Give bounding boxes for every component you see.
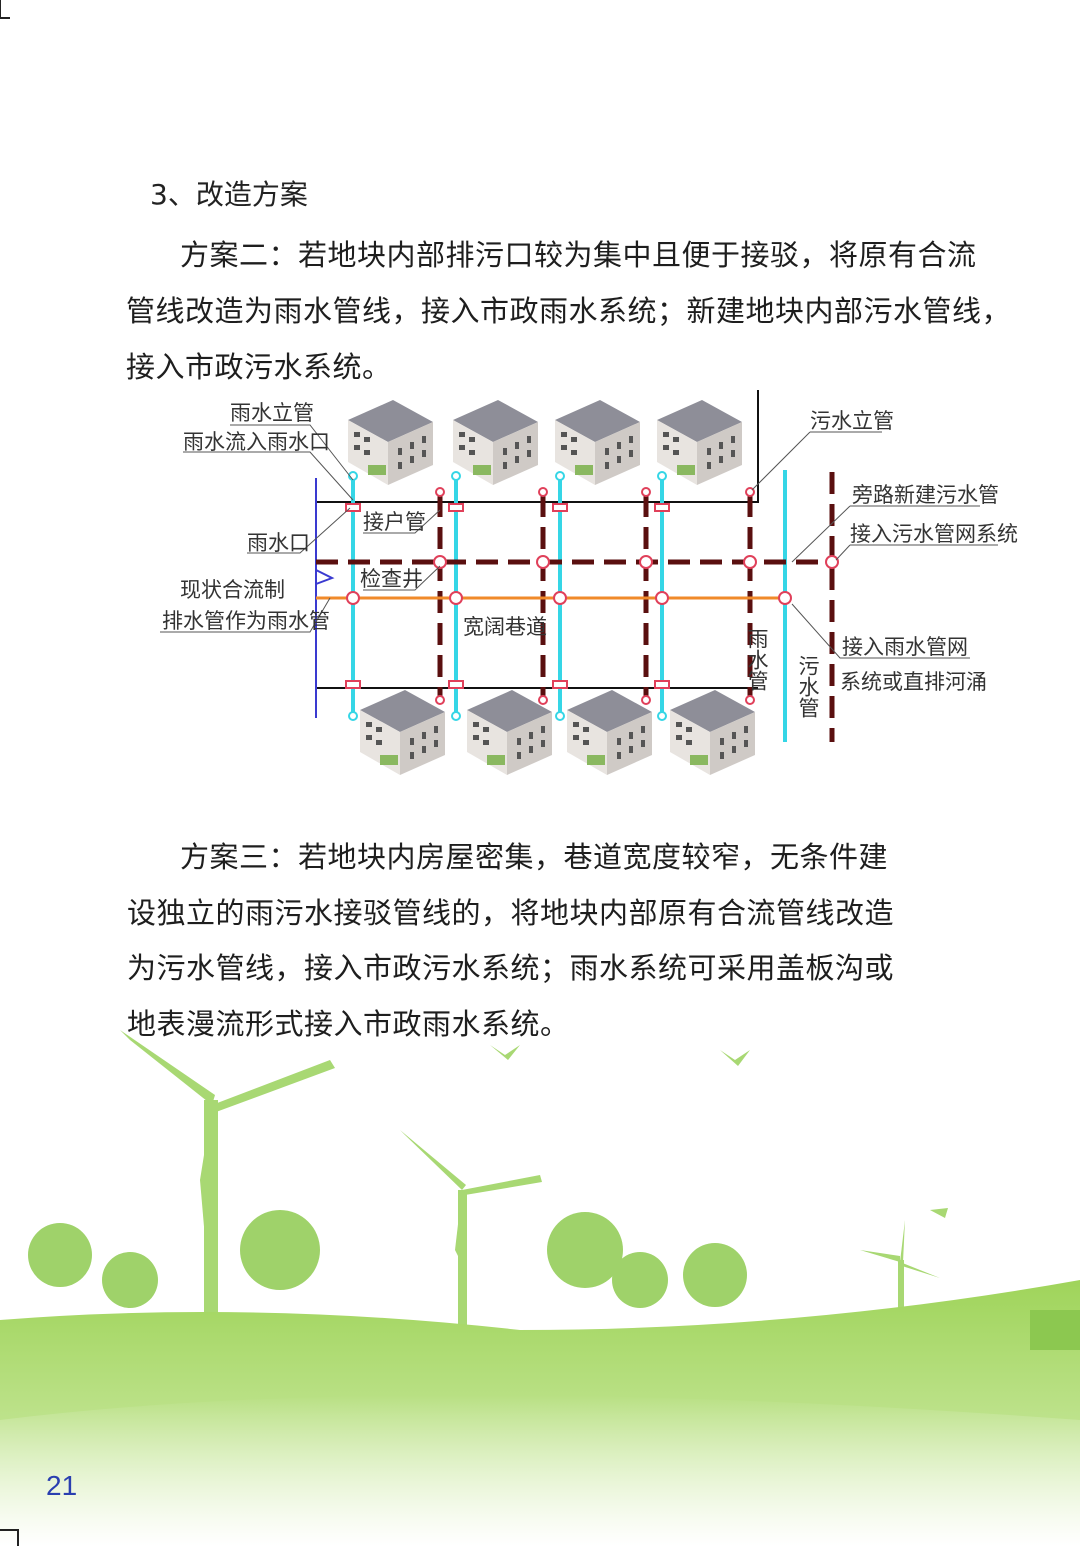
label-rain-inlet: 雨水口 <box>247 531 310 555</box>
text-line: 为污水管线，接入市政污水系统；雨水系统可采用盖板沟或 <box>127 951 895 985</box>
label-rain-net-2: 系统或直排河涌 <box>840 670 987 694</box>
label-new-sewage-2: 接入污水管网系统 <box>850 522 1018 546</box>
page-number: 21 <box>46 1470 78 1501</box>
label-sewage-riser: 污水立管 <box>810 409 894 433</box>
label-combined-2: 排水管作为雨水管 <box>162 609 330 633</box>
bird-icons <box>490 1045 948 1218</box>
text-line: 接入市政污水系统。 <box>126 350 392 384</box>
label-rain-riser: 雨水立管 <box>230 401 314 425</box>
text-line: 方案二：若地块内部排污口较为集中且便于接驳，将原有合流 <box>180 238 977 272</box>
text-line: 管线改造为雨水管线，接入市政雨水系统；新建地块内部污水管线， <box>126 294 1012 328</box>
label-rain-into-inlet: 雨水流入雨水口 <box>183 430 330 454</box>
text-line: 方案三：若地块内房屋密集，巷道宽度较窄，无条件建 <box>180 840 889 874</box>
label-inspection-well: 检查井 <box>360 567 423 591</box>
label-wide-lane: 宽阔巷道 <box>463 615 547 639</box>
label-rain-net-1: 接入雨水管网 <box>842 635 968 659</box>
crop-mark-bottom <box>0 1529 19 1546</box>
crop-mark-top <box>0 0 10 19</box>
label-sewage-pipe: 污水管 <box>796 655 820 718</box>
text-line: 设独立的雨污水接驳管线的，将地块内部原有合流管线改造 <box>127 896 895 930</box>
section-heading: 3、改造方案 <box>150 178 308 211</box>
label-new-sewage-1: 旁路新建污水管 <box>852 483 999 507</box>
label-combined-1: 现状合流制 <box>180 578 285 602</box>
wind-turbine-icon <box>120 1030 940 1360</box>
label-rain-pipe: 雨水管 <box>745 628 769 691</box>
house-icon <box>1030 1310 1080 1350</box>
text-line: 地表漫流形式接入市政雨水系统。 <box>127 1007 570 1041</box>
label-household-pipe: 接户管 <box>363 510 426 534</box>
